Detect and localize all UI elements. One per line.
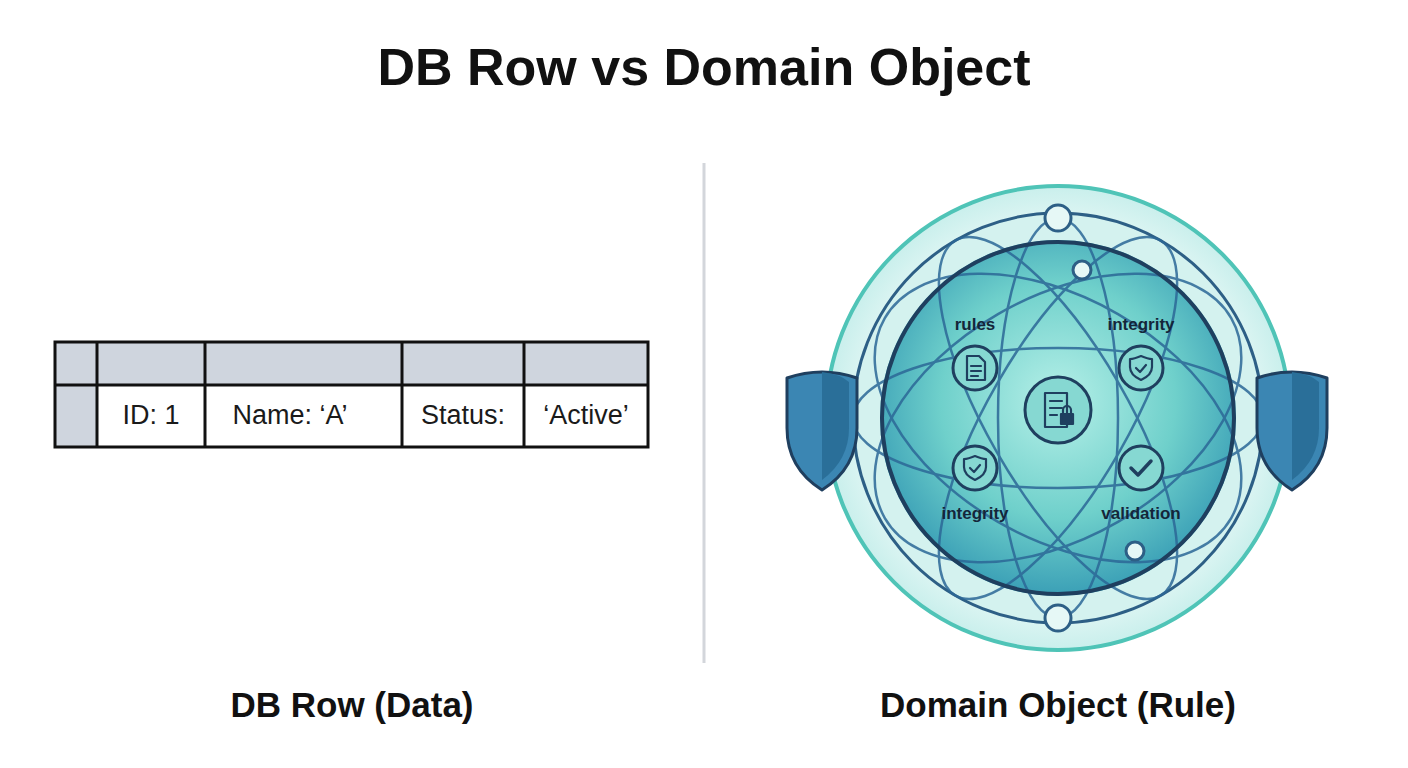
node-label: integrity xyxy=(1081,315,1201,335)
table-cell: Name: ‘A’ xyxy=(195,400,385,431)
panel-caption: DB Row (Data) xyxy=(72,685,632,725)
sphere-outline xyxy=(882,242,1234,594)
diagram-title: DB Row vs Domain Object xyxy=(104,38,1304,98)
table-cell: Status: xyxy=(404,400,522,431)
node-label: validation xyxy=(1081,504,1201,524)
domain-sphere: rules integrity integrity validation xyxy=(880,240,1236,596)
node-label: rules xyxy=(915,315,1035,335)
table-cell: ID: 1 xyxy=(99,400,203,431)
table-row xyxy=(55,342,648,447)
domain-illustration xyxy=(787,186,1327,650)
panel-caption: Domain Object (Rule) xyxy=(758,685,1358,725)
table-cell: ‘Active’ xyxy=(526,400,646,431)
node-label: integrity xyxy=(915,504,1035,524)
divider-line xyxy=(703,163,706,663)
node-outline xyxy=(880,240,1236,596)
